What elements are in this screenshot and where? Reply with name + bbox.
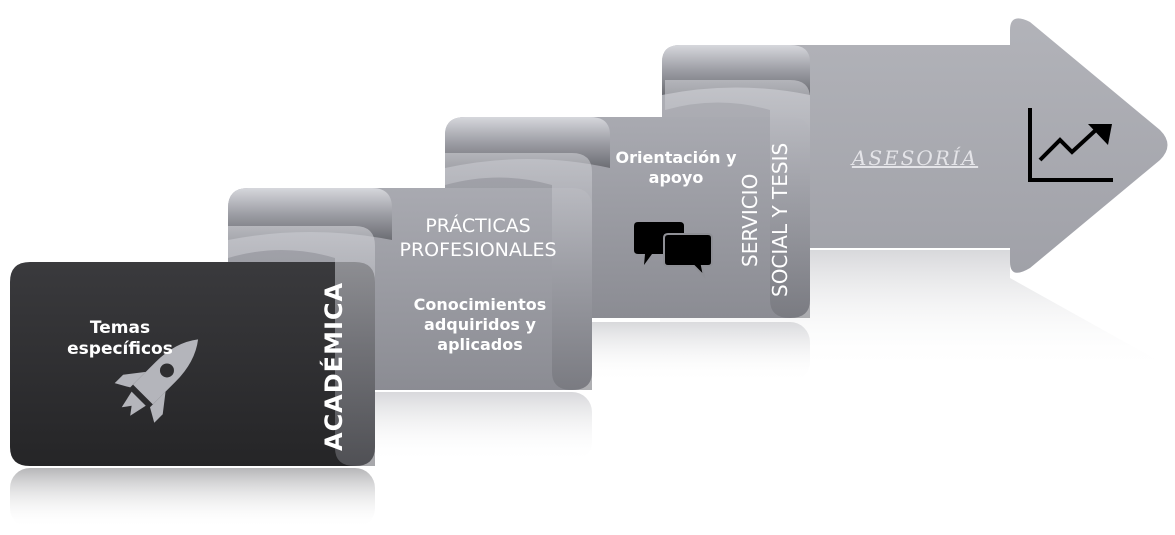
chart-up-icon [1028,108,1113,182]
asesoria-title: ASESORÍA [851,146,979,170]
servicio-title-line2: SOCIAL Y TESIS [768,142,792,298]
rocket-icon [114,339,199,423]
practicas-text: Conocimientos adquiridos y aplicados [413,295,547,354]
servicio-text: Orientación y apoyo [615,148,737,187]
practicas-title: PRÁCTICAS PROFESIONALES [399,215,557,261]
chat-bubbles-icon [634,222,713,280]
academica-text: Temas específicos [67,318,173,360]
academica-card [10,226,375,466]
academica-title: ACADÉMICA [320,281,348,451]
